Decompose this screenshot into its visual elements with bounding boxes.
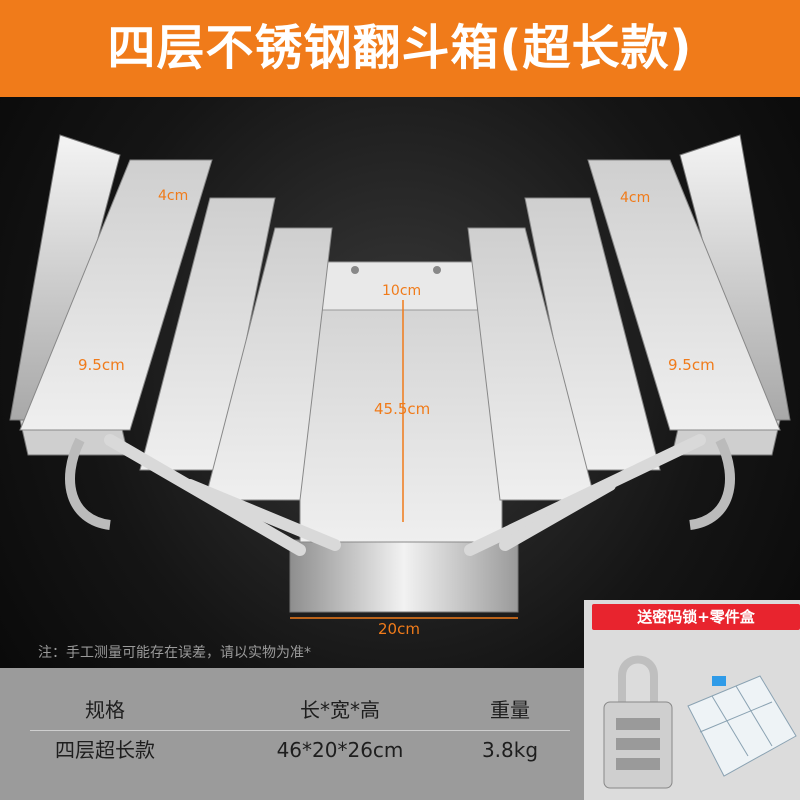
spec-table: 规格 长*宽*高 重量 四层超长款 46*20*26cm 3.8kg bbox=[0, 668, 584, 800]
spec-header-model: 规格 bbox=[85, 698, 125, 722]
gift-label: 送密码锁+零件盒 bbox=[592, 604, 800, 630]
left-trays bbox=[9, 134, 333, 530]
padlock-icon bbox=[603, 655, 673, 789]
spec-header-weight: 重量 bbox=[490, 698, 530, 722]
gift-illustration bbox=[603, 655, 797, 789]
spec-header-size: 长*宽*高 bbox=[300, 698, 380, 722]
dimension-lines bbox=[290, 300, 518, 619]
spec-divider bbox=[30, 730, 570, 731]
spec-header-row: 规格 长*宽*高 重量 bbox=[0, 690, 584, 730]
dim-right-tray-height: 9.5cm bbox=[668, 356, 715, 374]
dim-left-tray-height: 9.5cm bbox=[78, 356, 125, 374]
spec-value-weight: 3.8kg bbox=[481, 738, 539, 762]
toolbox-base bbox=[289, 261, 519, 613]
spec-value-size: 46*20*26cm bbox=[276, 738, 404, 762]
title-banner bbox=[0, 0, 800, 97]
parts-box-icon bbox=[687, 675, 797, 777]
measurement-note: 注：手工测量可能存在误差，请以实物为准* bbox=[38, 645, 311, 661]
spec-value-model: 四层超长款 bbox=[55, 738, 155, 762]
dim-left-tray-width: 4cm bbox=[158, 188, 189, 204]
dim-base-width: 20cm bbox=[378, 620, 420, 638]
right-trays bbox=[467, 134, 791, 530]
page-title: 四层不锈钢翻斗箱(超长款) bbox=[107, 20, 693, 76]
dim-length: 45.5cm bbox=[374, 400, 431, 418]
dim-right-tray-width: 4cm bbox=[620, 190, 651, 206]
linkage-arms bbox=[104, 434, 706, 556]
spec-value-row: 四层超长款 46*20*26cm 3.8kg bbox=[0, 730, 584, 770]
dim-center-height: 10cm bbox=[382, 283, 422, 299]
